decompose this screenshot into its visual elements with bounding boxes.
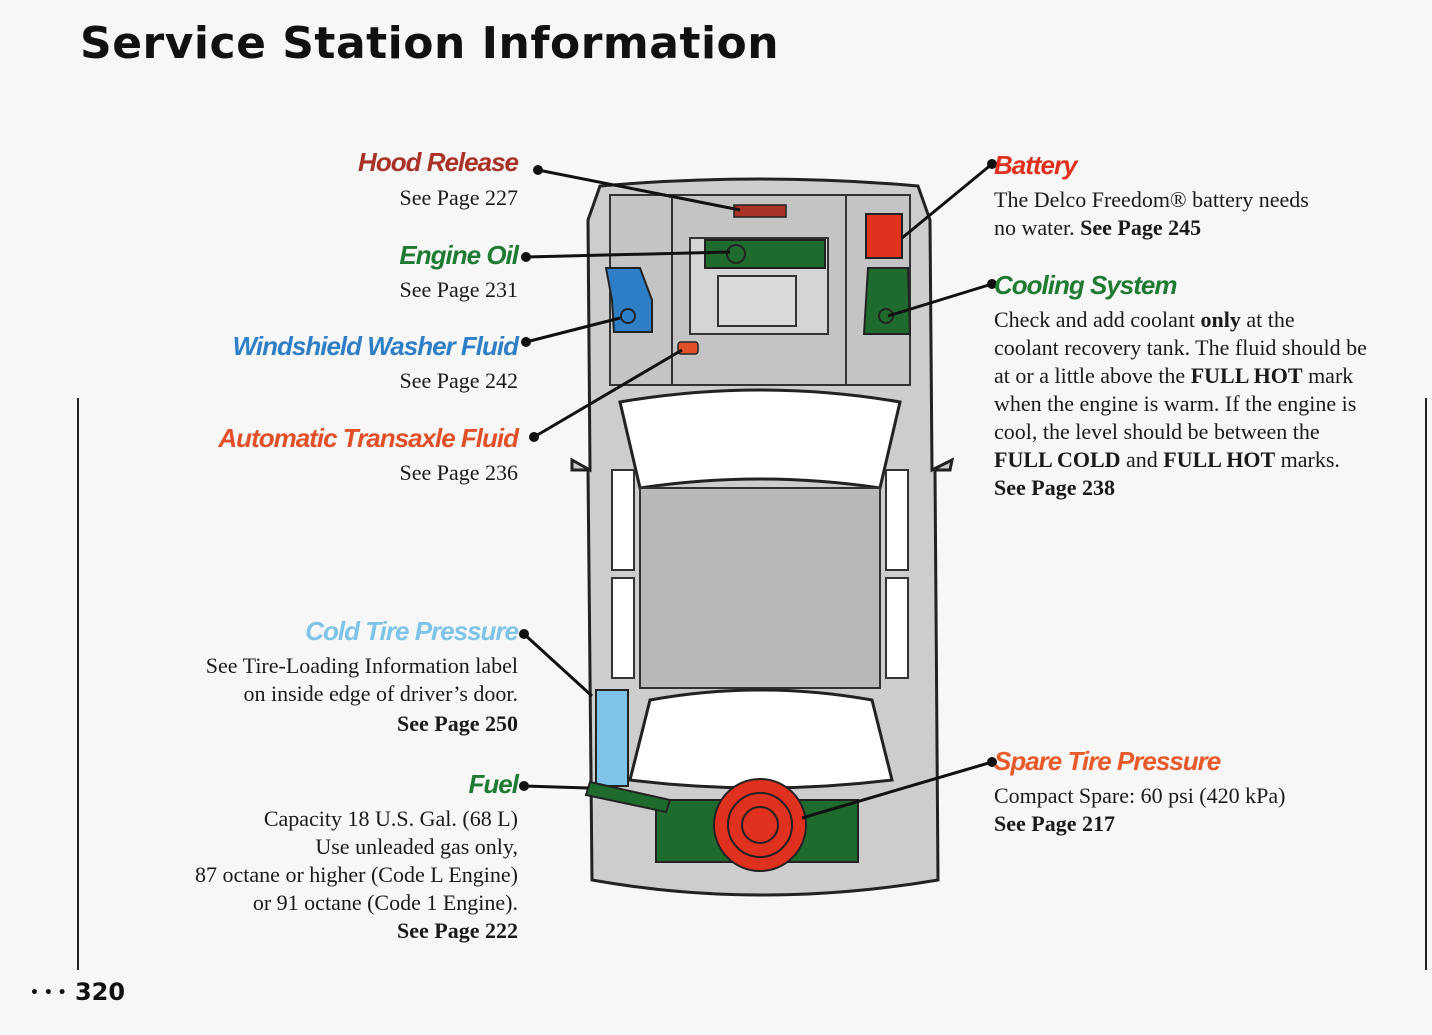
transaxle-fluid-label: Automatic Transaxle Fluid [218, 423, 519, 453]
fuel-label: Fuel [468, 769, 519, 799]
washer-fluid-label: Windshield Washer Fluid [232, 331, 519, 361]
fuel-filler [584, 780, 672, 814]
cooling-text-4: when the engine is warm. If the engine i… [994, 391, 1357, 416]
cooling-text-1: Check and add coolant only at the [994, 307, 1295, 332]
spare-tire [713, 778, 807, 872]
right-margin-rule [1425, 398, 1427, 970]
battery-text-2: no water. [994, 215, 1081, 240]
spare-tire-page: See Page 217 [994, 811, 1115, 836]
engine-oil-label: Engine Oil [399, 240, 519, 270]
leader-engine-oil [525, 250, 731, 259]
cold-tire-text-2: on inside edge of driver’s door. [243, 681, 518, 706]
spare-tire-pressure-label: Spare Tire Pressure [994, 746, 1221, 776]
fuel-text-1: Capacity 18 U.S. Gal. (68 L) [263, 806, 518, 831]
leader-fuel [523, 784, 589, 790]
tire-pressure-label [595, 689, 629, 787]
engine-oil-cap [704, 239, 826, 269]
page-title: Service Station Information [80, 18, 780, 69]
page-number-value: 320 [74, 978, 126, 1006]
hood-release-page: See Page 227 [399, 185, 518, 210]
washer-reservoir [604, 267, 653, 333]
leader-transaxle [533, 348, 683, 439]
transaxle-dipstick [677, 341, 699, 355]
transaxle-fluid-page: See Page 236 [399, 460, 518, 485]
leader-hood [537, 168, 741, 212]
cooling-text-6: FULL COLD and FULL HOT marks. [994, 447, 1340, 472]
fuel-page: See Page 222 [397, 918, 518, 943]
cold-tire-text-1: See Tire-Loading Information label [205, 653, 518, 678]
battery-page: See Page 245 [1080, 215, 1202, 240]
page-dots: • • • [30, 985, 67, 1001]
leader-battery [901, 162, 993, 240]
washer-fluid-page: See Page 242 [399, 368, 518, 393]
battery-text-1: The Delco Freedom® battery needs [994, 187, 1309, 212]
rear-window [628, 688, 894, 790]
fuel-text-3: 87 octane or higher (Code L Engine) [195, 862, 518, 887]
battery-box [865, 213, 903, 259]
hood-release-label: Hood Release [358, 147, 519, 177]
spare-tire-text-1: Compact Spare: 60 psi (420 kPa) [994, 783, 1286, 808]
coolant-tank [862, 267, 912, 335]
leader-cold-tire [522, 632, 594, 698]
leader-spare [801, 760, 993, 820]
leader-washer [525, 316, 621, 344]
cooling-system-label: Cooling System [994, 270, 1177, 300]
leader-cooling [887, 282, 993, 318]
cooling-page: See Page 238 [994, 475, 1115, 500]
battery-label: Battery [994, 150, 1078, 180]
battery-text-2-row: no water. See Page 245 [994, 214, 1201, 242]
windshield [618, 388, 902, 490]
left-margin-rule [77, 398, 79, 970]
page-number: • • • 320 [30, 978, 125, 1006]
fuel-text-2: Use unleaded gas only, [315, 834, 518, 859]
cooling-text-5: cool, the level should be between the [994, 419, 1320, 444]
hood-release-handle [733, 204, 787, 218]
cold-tire-page: See Page 250 [397, 711, 518, 736]
cooling-text-3: at or a little above the FULL HOT mark [994, 363, 1354, 388]
cold-tire-pressure-label: Cold Tire Pressure [305, 616, 519, 646]
cooling-text-2: coolant recovery tank. The fluid should … [994, 335, 1367, 360]
fuel-text-4: or 91 octane (Code 1 Engine). [252, 890, 518, 915]
engine-oil-page: See Page 231 [399, 277, 518, 302]
